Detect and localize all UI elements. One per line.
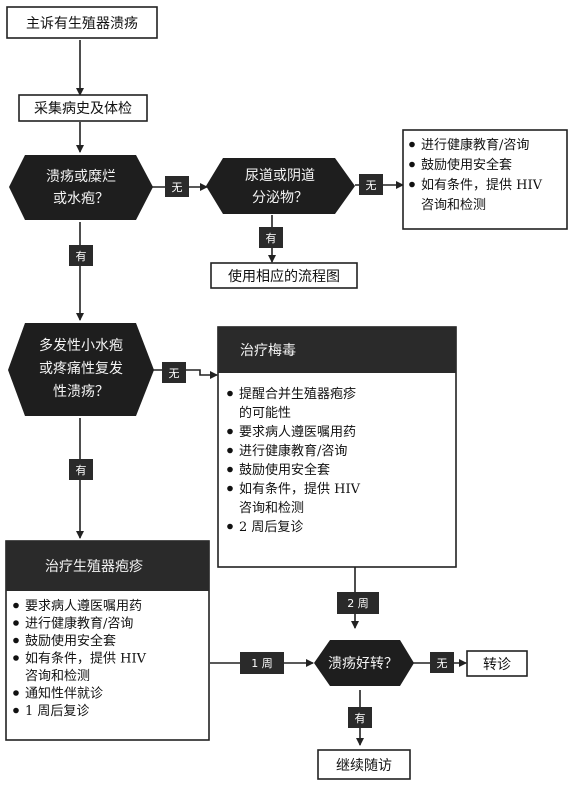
decision-ulcer-line1: 溃疡或糜烂 — [46, 168, 116, 185]
box-syphilis-header — [218, 327, 456, 373]
node-use-flowchart: 使用相应的流程图 — [210, 262, 358, 289]
box-herpes-bullet — [13, 655, 19, 661]
box-syphilis-title: 治疗梅毒 — [240, 343, 296, 359]
svg-text:无: 无 — [437, 657, 448, 670]
svg-text:1 周: 1 周 — [251, 657, 273, 670]
decision-ulcer-line2: 或水疱？ — [53, 191, 109, 207]
svg-text:无: 无 — [366, 179, 377, 192]
box-syphilis-bullet — [227, 390, 233, 397]
box-syphilis-bullet — [227, 523, 233, 530]
edge-tag-improved-yes: 有 — [348, 707, 372, 728]
box-syphilis-bullet — [227, 447, 233, 454]
box-syphilis-item: 鼓励使用安全套 — [239, 462, 330, 478]
box-education-bullet — [409, 161, 415, 168]
box-herpes-item: 咨询和检测 — [25, 669, 90, 684]
svg-text:2 周: 2 周 — [347, 597, 369, 610]
box-syphilis-bullet — [227, 466, 233, 473]
edge-tag-ulcer-no: 无 — [165, 176, 189, 197]
box-education-item: 鼓励使用安全套 — [421, 157, 512, 173]
edge-tag-one-week: 1 周 — [240, 652, 284, 674]
svg-text:有: 有 — [76, 463, 87, 477]
node-chief-complaint: 主诉有生殖器溃疡 — [6, 6, 158, 39]
edge-tag-vesicle-yes: 有 — [69, 459, 93, 480]
box-herpes-item: 通知性伴就诊 — [25, 686, 103, 702]
svg-text:有: 有 — [76, 249, 87, 263]
box-syphilis-item: 咨询和检测 — [239, 501, 304, 516]
box-herpes-item: 进行健康教育/咨询 — [25, 616, 133, 632]
edge-tag-improved-no: 无 — [430, 652, 454, 673]
box-herpes-header — [6, 541, 209, 591]
box-education-bullet — [409, 141, 415, 148]
box-syphilis-item: 进行健康教育/咨询 — [239, 443, 347, 459]
svg-text:有: 有 — [266, 231, 277, 245]
svg-text:无: 无 — [169, 367, 180, 380]
decision-vesicle-line2: 或疼痛性复发 — [39, 360, 123, 377]
decision-improved: 溃疡好转？ — [314, 640, 414, 686]
decision-discharge-line1: 尿道或阴道 — [245, 168, 315, 184]
node-follow-up: 继续随访 — [317, 749, 411, 780]
box-syphilis-item: 2 周后复诊 — [239, 520, 303, 535]
box-education-bullet — [409, 181, 415, 188]
box-syphilis-item: 的可能性 — [239, 405, 291, 421]
node-history-exam: 采集病史及体检 — [18, 94, 148, 122]
box-herpes-item: 如有条件，提供 HIV — [25, 651, 147, 667]
box-herpes-item: 鼓励使用安全套 — [25, 633, 116, 649]
node-follow-up-label: 继续随访 — [336, 757, 392, 774]
box-syphilis-item: 要求病人遵医嘱用药 — [239, 424, 356, 440]
box-herpes-bullet — [13, 637, 19, 644]
box-herpes-item: 要求病人遵医嘱用药 — [25, 598, 142, 614]
edge-tag-vesicle-no: 无 — [162, 362, 186, 383]
box-syphilis-item: 如有条件，提供 HIV — [239, 481, 361, 497]
box-syphilis: 治疗梅毒 提醒合并生殖器疱疹的可能性要求病人遵医嘱用药进行健康教育/咨询鼓励使用… — [217, 326, 457, 568]
node-referral: 转诊 — [466, 650, 528, 677]
box-herpes: 治疗生殖器疱疹 要求病人遵医嘱用药进行健康教育/咨询鼓励使用安全套如有条件，提供… — [5, 540, 210, 741]
box-syphilis-item: 提醒合并生殖器疱疹 — [239, 386, 356, 402]
box-herpes-bullet — [13, 707, 19, 714]
node-history-exam-label: 采集病史及体检 — [34, 100, 132, 117]
svg-text:有: 有 — [355, 711, 366, 725]
edge-tag-discharge-no: 无 — [359, 174, 383, 195]
box-syphilis-bullet — [227, 428, 233, 435]
box-syphilis-bullet — [227, 485, 233, 492]
box-herpes-bullet — [13, 690, 19, 696]
box-education-item: 进行健康教育/咨询 — [421, 137, 529, 153]
decision-vesicle-line1: 多发性小水疱 — [39, 337, 123, 354]
decision-vesicle: 多发性小水疱 或疼痛性复发 性溃疡？ — [8, 323, 154, 416]
decision-ulcer: 溃疡或糜烂 或水疱？ — [9, 155, 153, 220]
decision-improved-label: 溃疡好转？ — [328, 656, 398, 672]
node-referral-label: 转诊 — [483, 657, 511, 673]
node-use-flowchart-label: 使用相应的流程图 — [228, 268, 340, 285]
decision-discharge: 尿道或阴道 分泌物？ — [206, 158, 355, 214]
edge-tag-discharge-yes: 有 — [259, 227, 283, 248]
box-herpes-title: 治疗生殖器疱疹 — [45, 558, 143, 575]
node-chief-complaint-label: 主诉有生殖器溃疡 — [26, 15, 138, 32]
decision-vesicle-line3: 性溃疡？ — [53, 384, 109, 400]
box-education-item: 如有条件，提供 HIV — [421, 177, 543, 193]
decision-discharge-line2: 分泌物？ — [252, 190, 308, 206]
box-herpes-bullet — [13, 602, 19, 609]
box-herpes-bullet — [13, 620, 19, 626]
edge-tag-two-weeks: 2 周 — [337, 592, 379, 614]
box-education-item: 咨询和检测 — [421, 198, 486, 213]
svg-text:无: 无 — [172, 181, 183, 194]
edge-tag-ulcer-yes: 有 — [69, 245, 93, 266]
box-herpes-item: 1 周后复诊 — [25, 704, 89, 719]
